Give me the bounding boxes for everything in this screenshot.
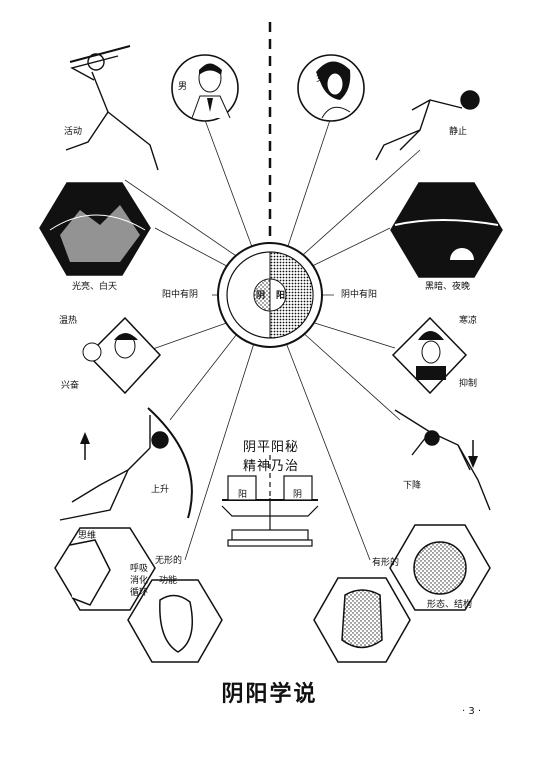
diver xyxy=(394,409,491,511)
thinking-label: 思维 xyxy=(78,531,97,541)
rise-arrow xyxy=(80,432,90,460)
yang-label: 阳 xyxy=(276,291,286,301)
fall-label: 下降 xyxy=(403,481,422,491)
scale-right-pan-label: 阴 xyxy=(293,490,303,500)
form-structure-label: 形态、结构 xyxy=(427,600,473,610)
reclining-woman xyxy=(375,90,480,161)
male-portrait xyxy=(171,54,239,122)
rise-label: 上升 xyxy=(151,485,170,495)
warm-excited-diamond xyxy=(82,316,162,395)
structure-hexagons xyxy=(313,524,491,663)
pole-vaulter xyxy=(59,407,193,521)
female-label: 女 xyxy=(316,74,326,84)
baseball-player xyxy=(65,45,159,171)
scale-left-pan-label: 阳 xyxy=(238,490,248,500)
warm-label: 温热 xyxy=(59,316,78,326)
spoke-lines xyxy=(124,119,421,561)
yin-label: 阴 xyxy=(256,291,266,301)
male-label: 男 xyxy=(178,82,188,92)
formed-label: 有形的 xyxy=(372,558,400,568)
yin-core-half xyxy=(253,278,271,312)
digestion-label: 消化 xyxy=(130,576,149,586)
motto-line-1: 阴平阳秘 xyxy=(243,440,300,455)
female-portrait xyxy=(297,54,365,122)
inhibit-label: 抑制 xyxy=(459,379,478,389)
function-label: 功能 xyxy=(159,576,178,586)
cold-label: 寒凉 xyxy=(459,316,478,326)
fall-arrow xyxy=(468,440,478,468)
bright-day-hexagon xyxy=(39,182,151,276)
page-title: 阴阳学说 xyxy=(221,682,318,707)
page-number: · 3 · xyxy=(462,706,482,717)
breathing-label: 呼吸 xyxy=(130,564,149,574)
balance-scale xyxy=(221,475,319,547)
dark-night-hexagon xyxy=(390,182,503,278)
activity-label: 活动 xyxy=(64,127,83,137)
function-hexagons xyxy=(54,527,223,663)
excited-label: 兴奋 xyxy=(61,381,80,391)
yin-in-yang-label: 阳中有阴 xyxy=(162,290,199,300)
stillness-label: 静止 xyxy=(449,127,468,137)
yang-half xyxy=(269,251,314,339)
formless-label: 无形的 xyxy=(155,556,183,566)
motto-line-2: 精神乃治 xyxy=(243,459,300,474)
circulation-label: 循环 xyxy=(130,588,149,598)
cold-inhibit-diamond xyxy=(391,316,468,395)
dark-night-label: 黑暗、夜晚 xyxy=(425,282,471,292)
bright-day-label: 光亮、白天 xyxy=(72,282,118,292)
yang-in-yin-label: 阴中有阳 xyxy=(341,290,378,300)
